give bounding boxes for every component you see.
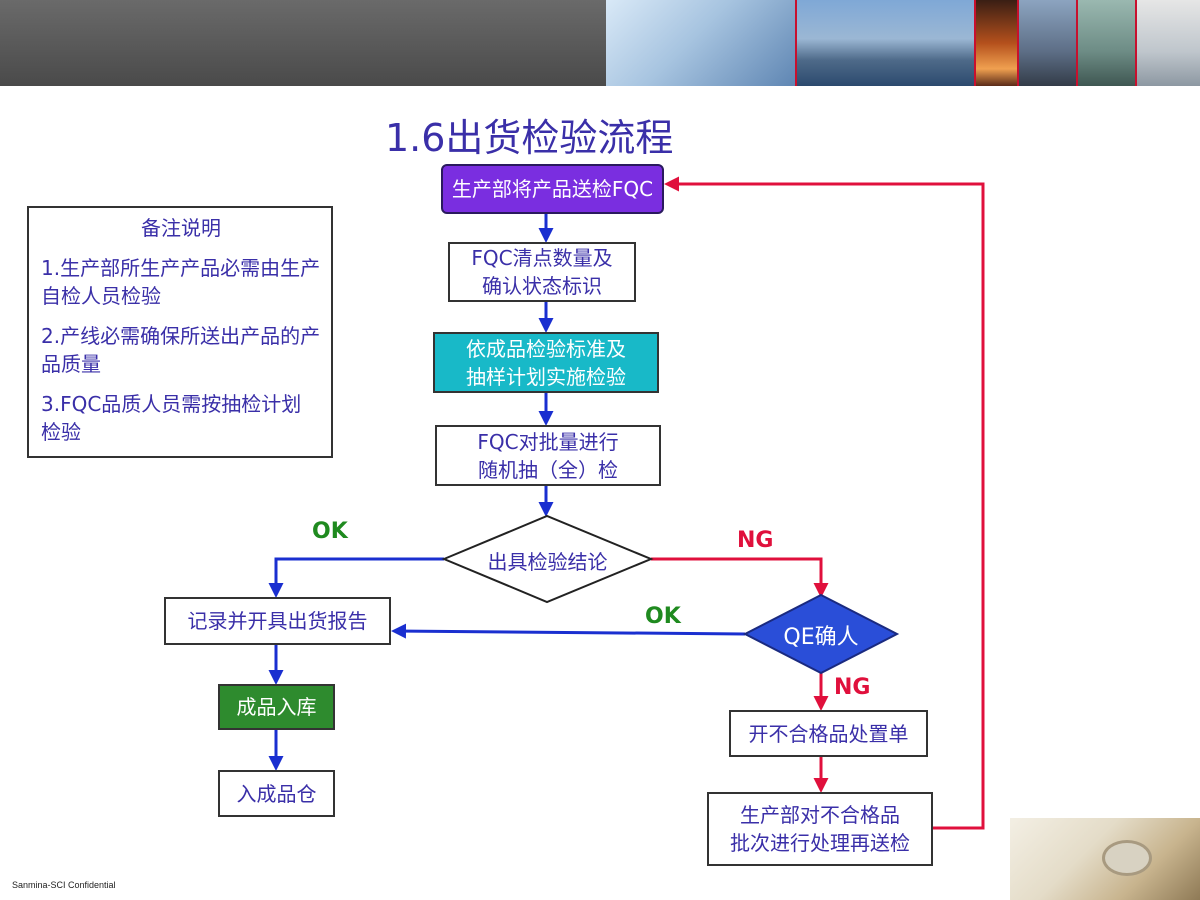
banner-photo-lab (1078, 0, 1136, 86)
corner-photo (1010, 818, 1200, 900)
ng-label: NG (834, 675, 871, 700)
send-to-fqc-box: 生产部将产品送检FQC (441, 164, 664, 214)
arrow-conclusion-ng (651, 557, 829, 598)
banner-photo-helicopter (1019, 0, 1077, 86)
notes-item: 3.FQC品质人员需按抽检计划检验 (41, 392, 302, 444)
clock-icon (1102, 840, 1152, 876)
ok-label: OK (645, 604, 681, 629)
nonconforming-form-box: 开不合格品处置单 (729, 710, 928, 757)
arrow-rework-loop (664, 176, 985, 830)
header-banner (606, 0, 1200, 86)
notes-item: 2.产线必需确保所送出产品的产品质量 (41, 324, 321, 376)
notes-item: 1.生产部所生产产品必需由生产自检人员检验 (41, 256, 321, 308)
conclusion-diamond (441, 514, 654, 604)
ok-label: OK (312, 519, 348, 544)
banner-photo-handshake (606, 0, 795, 86)
rework-resubmit-box: 生产部对不合格品 批次进行处理再送检 (707, 792, 933, 866)
random-inspection-box: FQC对批量进行 随机抽（全）检 (435, 425, 661, 486)
fqc-count-box: FQC清点数量及 确认状态标识 (448, 242, 636, 302)
footer-confidential: Sanmina-SCI Confidential (12, 880, 116, 890)
header-bar (0, 0, 606, 86)
ng-label: NG (737, 528, 774, 553)
banner-photo-office (1137, 0, 1200, 86)
warehouse-in-box: 成品入库 (218, 684, 335, 730)
banner-photo-factory (975, 0, 1018, 86)
notes-box: 备注说明 1.生产部所生产产品必需由生产自检人员检验 2.产线必需确保所送出产品… (27, 206, 333, 458)
banner-photo-city (796, 0, 974, 86)
finished-goods-warehouse-box: 入成品仓 (218, 770, 335, 817)
arrow-conclusion-ok (268, 557, 444, 598)
shipping-report-box: 记录并开具出货报告 (164, 597, 391, 645)
sampling-inspection-box: 依成品检验标准及 抽样计划实施检验 (433, 332, 659, 393)
arrow-qe-ok (391, 623, 746, 639)
slide-title: 1.6出货检验流程 (385, 116, 674, 160)
qe-diamond (742, 593, 900, 675)
notes-title: 备注说明 (141, 216, 221, 240)
